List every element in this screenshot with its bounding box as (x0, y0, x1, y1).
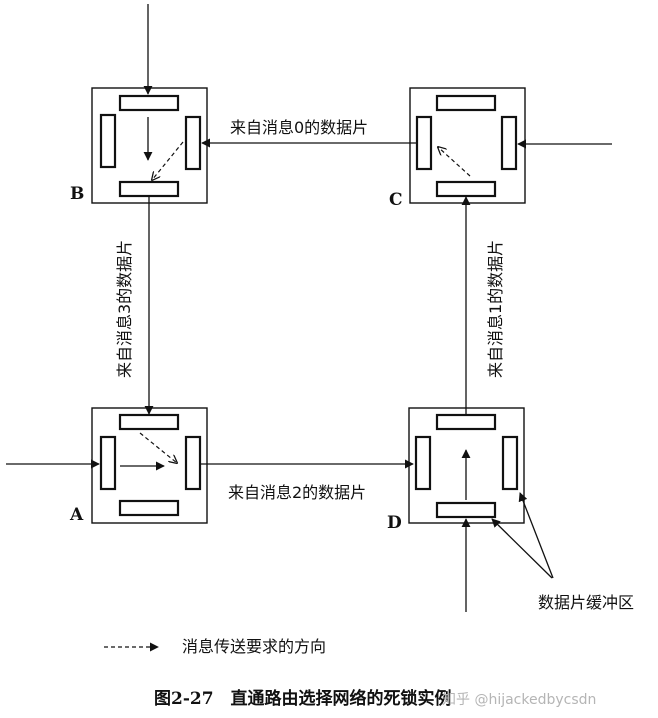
buffer-c-left (415, 115, 433, 171)
node-d-label: D (387, 513, 402, 533)
buffer-b-right (184, 115, 202, 171)
node-a: A (69, 407, 208, 525)
legend: 消息传送要求的方向 (104, 637, 326, 656)
buffer-a-right (184, 435, 202, 491)
link-label-message-2: 来自消息2的数据片 (228, 483, 366, 502)
buffer-a-bottom (118, 499, 180, 517)
buffer-d-left (414, 435, 432, 491)
node-b-label: B (70, 184, 84, 204)
buffer-d-top (435, 413, 497, 431)
buffer-a-left (99, 435, 117, 491)
node-a-label: A (69, 505, 84, 525)
node-b: B (70, 87, 208, 204)
node-a-dashed-request-arrow (139, 432, 177, 463)
buffer-pointer-1 (491, 518, 553, 579)
watermark: 知乎 @hijackedbycsdn (442, 691, 596, 708)
buffer-b-left (99, 113, 117, 169)
node-c: C (389, 87, 526, 210)
buffer-d-right (501, 435, 519, 491)
buffer-pointer-2 (518, 492, 554, 579)
node-c-label: C (389, 190, 403, 210)
buffer-a-top (118, 413, 180, 431)
buffer-annotation: 数据片缓冲区 (538, 593, 634, 612)
buffer-d-bottom (435, 501, 497, 519)
legend-label: 消息传送要求的方向 (182, 637, 326, 656)
buffer-c-bottom (435, 180, 497, 198)
link-label-message-0: 来自消息0的数据片 (230, 118, 368, 137)
node-c-dashed-request-arrow (438, 147, 471, 177)
buffer-b-top (118, 94, 180, 112)
link-label-message-3: 来自消息3的数据片 (115, 240, 134, 378)
buffer-c-right (500, 115, 518, 171)
link-label-message-1: 来自消息1的数据片 (486, 240, 505, 378)
figure-caption: 图2-27 直通路由选择网络的死锁实例 (154, 688, 452, 709)
buffer-b-bottom (118, 180, 180, 198)
node-b-dashed-request-arrow (152, 141, 184, 180)
buffer-c-top (435, 94, 497, 112)
node-d: D (387, 407, 525, 533)
